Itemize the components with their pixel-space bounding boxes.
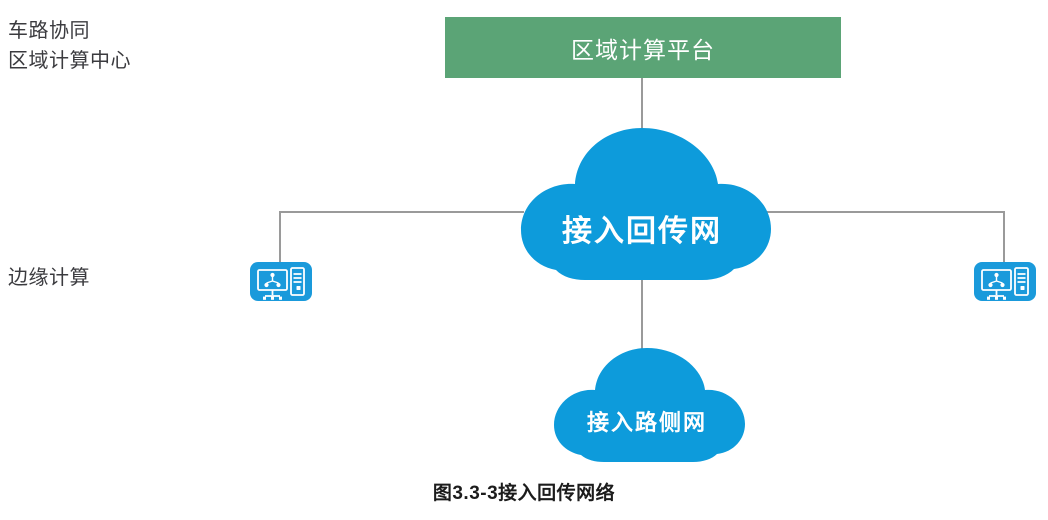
platform-box-label: 区域计算平台	[571, 36, 715, 63]
backhaul-network-cloud[interactable]: 接入回传网	[497, 126, 787, 281]
edge-computing-server-icon	[981, 267, 1029, 300]
label-edge-computing: 边缘计算	[8, 267, 90, 289]
edge-computing-server-icon	[257, 267, 305, 300]
label-vehicle-road-coordination-center: 车路协同 区域计算中心	[8, 20, 131, 72]
edge-device-right[interactable]	[974, 262, 1036, 301]
cloud-shape-icon	[554, 348, 745, 462]
connector-right-vertical	[1003, 211, 1005, 263]
regional-computing-platform-box[interactable]: 区域计算平台	[445, 17, 841, 78]
connector-right-horizontal	[762, 211, 1005, 213]
figure-caption: 图3.3-3接入回传网络	[432, 483, 616, 504]
roadside-access-network-cloud[interactable]: 接入路侧网	[536, 346, 758, 463]
edge-device-left[interactable]	[250, 262, 312, 301]
connector-left-horizontal	[279, 211, 524, 213]
roadside-cloud-label: 接入路侧网	[586, 410, 707, 435]
backhaul-cloud-label: 接入回传网	[562, 215, 722, 248]
connector-platform-to-backhaul-cloud	[641, 78, 643, 129]
cloud-shape-icon	[521, 128, 771, 280]
connector-backhaul-to-roadside-cloud	[641, 276, 643, 349]
connector-left-vertical	[279, 211, 281, 263]
